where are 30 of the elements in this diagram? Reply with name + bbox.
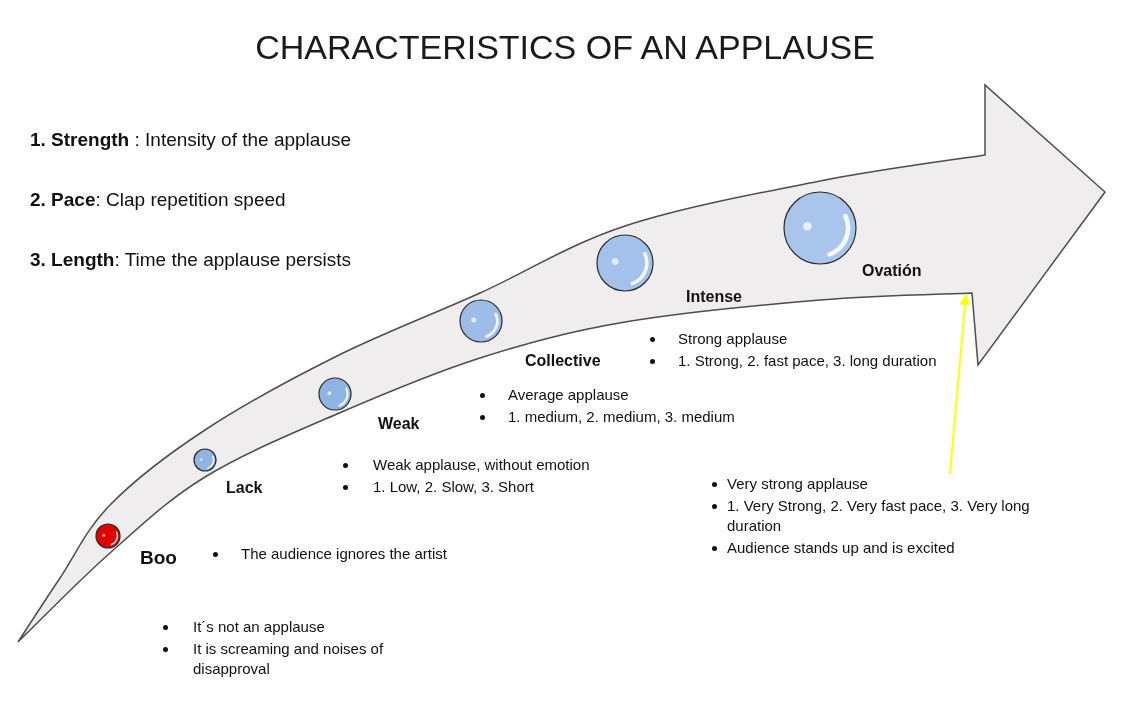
bubble-marker <box>459 299 503 343</box>
stage-label: Intense <box>686 288 742 307</box>
bubble-marker <box>318 377 352 411</box>
stage-label: Ovatión <box>862 262 922 281</box>
bubble-marker <box>95 523 121 549</box>
bullet-text: Audience stands up and is excited <box>727 538 956 558</box>
stage-label: Weak <box>378 415 420 434</box>
numbered-list-item: 2. Pace: Clap repetition speed <box>30 188 286 211</box>
numbered-list-item: 1. Strength : Intensity of the applause <box>30 128 352 151</box>
numbered-list-item: 3. Length: Time the applause persists <box>30 248 352 271</box>
stage-label: Lack <box>226 479 263 498</box>
bullet-text: 1. Very Strong, 2. Very fast pace, 3. Very long duration <box>727 496 1031 536</box>
bullet-text: 1. Strong, 2. fast pace, 3. long duration <box>678 351 937 371</box>
bullet-text: It´s not an applause <box>193 617 325 637</box>
bubble-marker <box>783 191 857 265</box>
bubble-marker <box>596 234 654 292</box>
bullet-text: 1. Low, 2. Slow, 3. Short <box>373 477 534 497</box>
curved-arrow <box>16 83 1108 645</box>
leader-line <box>949 293 971 475</box>
stage-label: Collective <box>525 352 601 371</box>
bubble-marker <box>193 448 217 472</box>
stage-label: Boo <box>140 547 177 569</box>
bullet-text: Strong applause <box>678 329 788 349</box>
title: CHARACTERISTICS OF AN APPLAUSE <box>255 28 875 67</box>
bullet-text: The audience ignores the artist <box>241 544 447 564</box>
bullet-text: It is screaming and noises of disapproval <box>193 639 385 679</box>
bullet-text: Weak applause, without emotion <box>373 455 590 475</box>
bullet-text: 1. medium, 2. medium, 3. medium <box>508 407 735 427</box>
bullet-text: Very strong applause <box>727 474 869 494</box>
bullet-text: Average applause <box>508 385 629 405</box>
